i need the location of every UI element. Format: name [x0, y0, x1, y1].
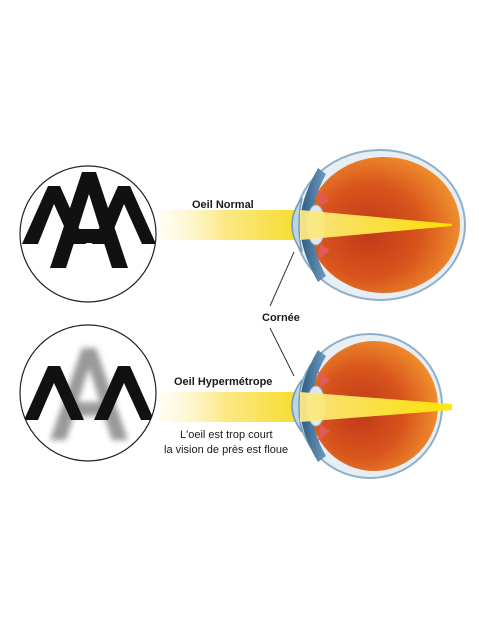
hyperopic-eye-label: Oeil Hypermétrope [174, 376, 272, 388]
letter-a-left [24, 366, 84, 420]
normal-light-beam [160, 210, 300, 240]
hyperopic-caption-line2: la vision de près est floue [164, 444, 288, 456]
hyperopic-vision-chart [19, 324, 157, 462]
hyperopic-light-beam [160, 392, 300, 422]
cornea-label: Cornée [262, 312, 300, 324]
normal-vision-chart [19, 165, 157, 303]
letter-a-center [50, 172, 128, 268]
hyperopic-caption-line1: L'oeil est trop court [180, 429, 273, 441]
normal-refracted-beam [300, 210, 452, 240]
letter-a-right [94, 366, 154, 420]
hyperopic-eyeball [291, 333, 443, 479]
hyperopic-refracted-beam [300, 392, 452, 422]
normal-eye-group: Oeil Normal [19, 149, 466, 303]
hyperopic-eye-group: Oeil Hypermétrope L'oeil est trop court … [19, 324, 452, 479]
normal-eye-label: Oeil Normal [192, 199, 254, 211]
cornea-callout: Cornée [262, 251, 300, 377]
